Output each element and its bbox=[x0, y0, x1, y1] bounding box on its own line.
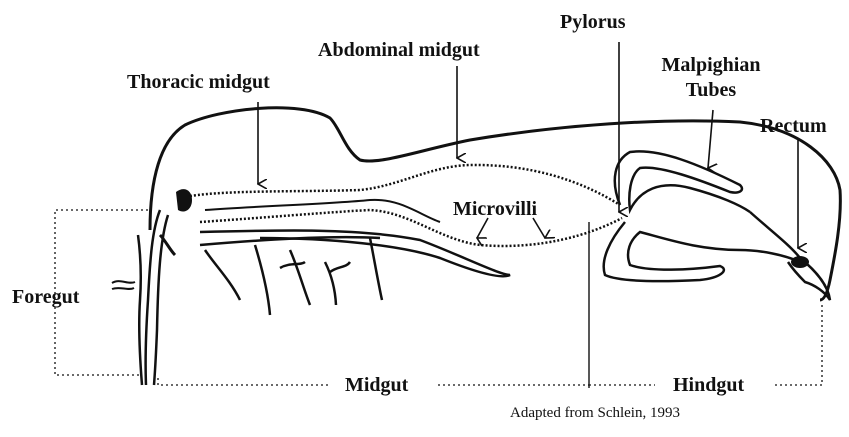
malpighian-tubules bbox=[615, 151, 750, 212]
label-hindgut: Hindgut bbox=[673, 375, 744, 395]
label-thoracic-midgut: Thoracic midgut bbox=[127, 72, 270, 92]
label-malpighian-line1: Malpighian bbox=[648, 55, 774, 75]
label-pylorus: Pylorus bbox=[560, 12, 626, 32]
source-credit: Adapted from Schlein, 1993 bbox=[510, 405, 680, 422]
label-malpighian: Malpighian Tubes bbox=[648, 55, 774, 100]
hindgut-bracket bbox=[589, 305, 822, 385]
mouthparts bbox=[138, 210, 168, 385]
label-midgut: Midgut bbox=[345, 375, 408, 395]
label-abdominal-midgut: Abdominal midgut bbox=[318, 40, 480, 60]
malpighian-arrow bbox=[708, 110, 713, 168]
microvilli-arrow-1 bbox=[477, 218, 488, 238]
label-foregut: Foregut bbox=[12, 287, 79, 307]
rectum-blob bbox=[791, 256, 809, 268]
leg-joints bbox=[280, 262, 350, 272]
antenna bbox=[112, 281, 135, 289]
microvilli-arrow-2 bbox=[533, 218, 545, 238]
label-microvilli: Microvilli bbox=[453, 199, 537, 219]
head-blob bbox=[176, 189, 192, 211]
rectum-structure bbox=[750, 212, 830, 300]
label-rectum: Rectum bbox=[760, 116, 827, 136]
legs bbox=[205, 238, 382, 315]
midgut-tube-upper bbox=[190, 165, 620, 205]
label-malpighian-line2: Tubes bbox=[648, 80, 774, 100]
